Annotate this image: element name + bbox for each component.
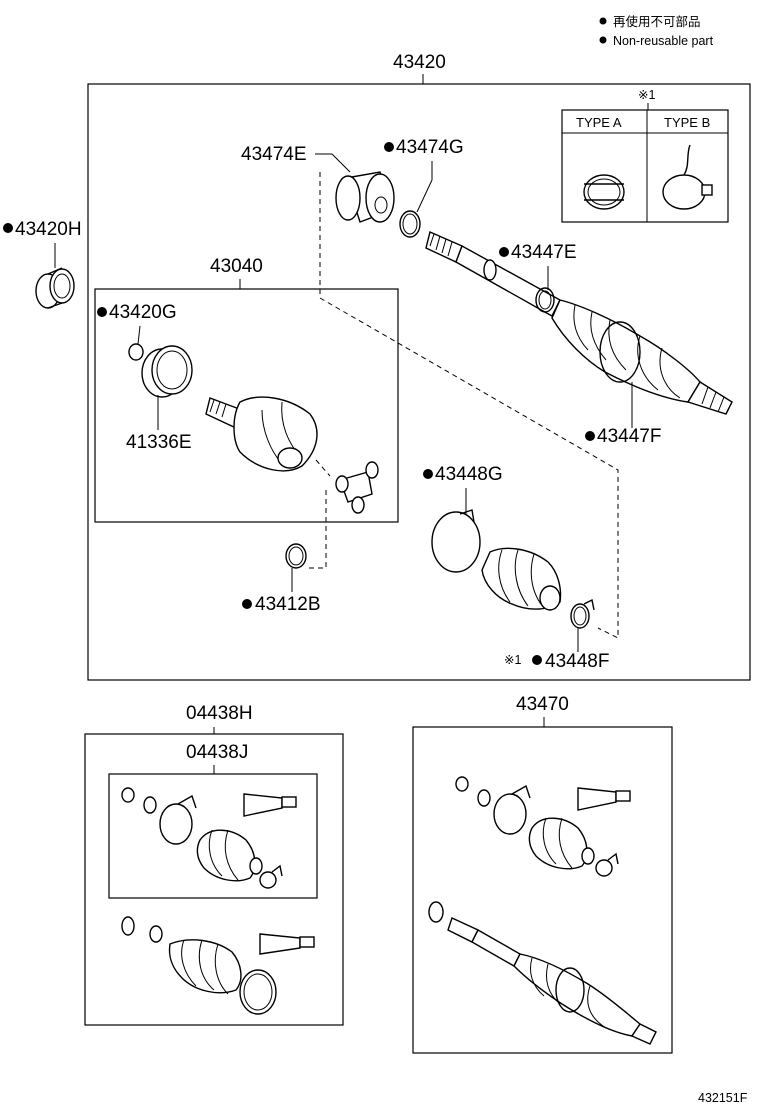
non-reusable-mark-icon <box>242 599 252 609</box>
part-43448G: 43448G <box>423 464 503 573</box>
box-04438J <box>108 773 318 899</box>
legend-japanese: 再使用不可部品 <box>613 14 701 29</box>
label-43448G: 43448G <box>435 464 503 485</box>
part-43447F: 43447F <box>585 382 661 447</box>
driveshaft-outboard <box>425 231 733 415</box>
part-41336E: 41336E <box>126 345 193 453</box>
type-table: ※1 TYPE A TYPE B <box>561 88 729 223</box>
non-reusable-mark-icon <box>423 469 433 479</box>
label-43420G: 43420G <box>109 302 177 323</box>
legend-bullet-icon <box>599 36 607 44</box>
label-43420: 43420 <box>393 52 446 73</box>
legend-english: Non-reusable part <box>613 34 714 48</box>
label-43447E: 43447E <box>511 242 577 263</box>
non-reusable-mark-icon <box>532 655 542 665</box>
kit-04438H-contents <box>121 916 315 1015</box>
label-43447F: 43447F <box>597 426 661 447</box>
type-table-note-mark: ※1 <box>638 88 655 102</box>
type-b-header: TYPE B <box>664 115 710 130</box>
box-04438H <box>84 733 344 1026</box>
label-41336E: 41336E <box>126 432 192 453</box>
label-43474E: 43474E <box>241 144 307 165</box>
kit-04438J-contents <box>121 787 297 889</box>
label-04438J: 04438J <box>186 742 248 763</box>
legend-bullet-icon <box>599 17 607 25</box>
non-reusable-mark-icon <box>384 142 394 152</box>
part-43420H: 43420H <box>3 219 82 309</box>
figure-id: 432151F <box>698 1091 748 1105</box>
label-43448F-note-mark: ※1 <box>504 653 521 667</box>
kit-43470-contents <box>428 776 657 1045</box>
label-43412B: 43412B <box>255 594 321 615</box>
inboard-joint <box>205 396 379 569</box>
label-04438H: 04438H <box>186 703 253 724</box>
inboard-boot <box>481 547 562 611</box>
label-43448F: 43448F <box>545 651 609 672</box>
box-43470 <box>412 726 673 1054</box>
part-43448F: ※1 43448F <box>504 598 609 672</box>
legend: 再使用不可部品 Non-reusable part <box>599 14 714 48</box>
label-43420H: 43420H <box>15 219 82 240</box>
box-43420 <box>87 83 751 681</box>
part-43447E: 43447E <box>499 242 577 313</box>
non-reusable-mark-icon <box>3 223 13 233</box>
label-43040: 43040 <box>210 256 263 277</box>
box-43040 <box>94 288 399 523</box>
label-43470: 43470 <box>516 694 569 715</box>
part-43474G: 43474G <box>384 137 464 238</box>
part-43412B: 43412B <box>242 543 321 615</box>
part-43474E: 43474E <box>241 144 395 223</box>
part-43420G: 43420G <box>97 302 177 361</box>
non-reusable-mark-icon <box>499 247 509 257</box>
non-reusable-mark-icon <box>97 307 107 317</box>
label-43474G: 43474G <box>396 137 464 158</box>
type-a-header: TYPE A <box>576 115 622 130</box>
non-reusable-mark-icon <box>585 431 595 441</box>
